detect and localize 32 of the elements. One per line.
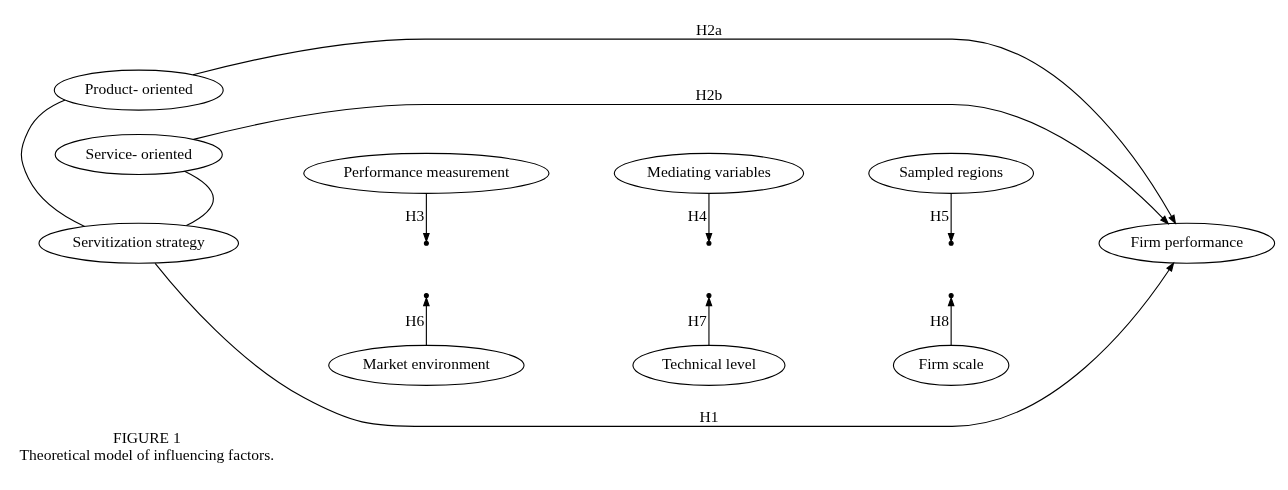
edge-label: H6: [405, 311, 425, 329]
arrow: [705, 192, 713, 243]
edge-label: H5: [930, 206, 949, 224]
edge-label: H3: [405, 206, 425, 224]
connector: [184, 170, 214, 226]
node-ellipse: Technical level: [632, 344, 786, 386]
node-ellipse: Firm performance: [1098, 222, 1276, 264]
edge-label: H8: [930, 311, 949, 329]
arrow: [422, 192, 430, 243]
node-ellipse: Sampled regions: [868, 152, 1035, 194]
node-ellipse: Firm scale: [892, 344, 1010, 386]
edge-label: H2a: [696, 20, 722, 38]
edge-label: H2b: [695, 85, 723, 103]
edge-label: H7: [687, 311, 707, 329]
connector: [20, 99, 86, 227]
arrow: [422, 295, 430, 346]
node-ellipse: Product- oriented: [53, 69, 224, 111]
node-ellipse: Performance measurement: [303, 152, 550, 194]
node-ellipse: Servitization strategy: [38, 222, 240, 264]
arrow: [193, 103, 1170, 225]
node-ellipse: Mediating variables: [613, 152, 805, 194]
arrow: [154, 261, 1175, 427]
arrow: [947, 192, 955, 243]
diagram-title: FIGURE 1: [113, 428, 181, 446]
node-ellipse: Market environment: [328, 344, 525, 386]
arrow: [947, 295, 955, 346]
arrow: [192, 38, 1177, 225]
edge-label: H4: [687, 206, 707, 224]
edge-label: H1: [699, 407, 719, 425]
arrow: [705, 295, 713, 346]
node-ellipse: Service- oriented: [54, 133, 223, 175]
caption: Theoretical model of influencing factors.: [19, 445, 275, 463]
